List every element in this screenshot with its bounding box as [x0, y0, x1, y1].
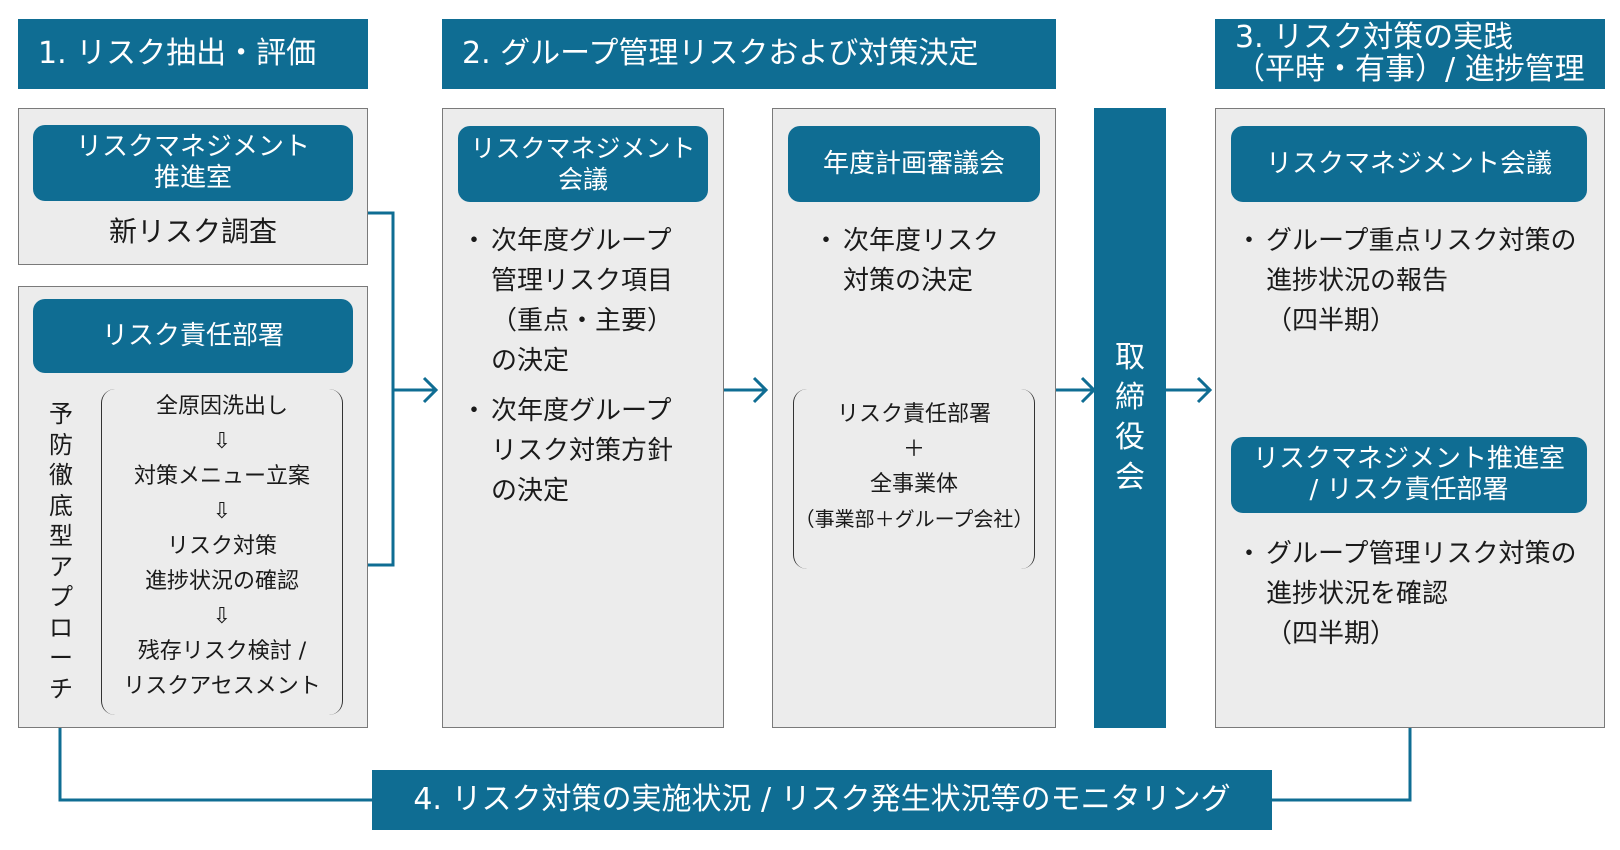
vchar: ー [49, 644, 73, 672]
pill-risk-promotion-office-label: リスクマネジメント 推進室 [75, 132, 310, 193]
vchar: 底 [49, 491, 73, 520]
council-decision-list: 次年度リスク 対策の決定 [813, 221, 1053, 311]
board-of-directors-label: 取 締 役 会 [1115, 338, 1145, 498]
pill-risk-management-meeting-2-label: リスクマネジメント会議 [1265, 148, 1552, 179]
down-arrow-icon: ⇩ [212, 499, 232, 524]
vchar: 役 [1115, 420, 1145, 455]
decision-item: 次年度グループ リスク対策方針 の決定 [461, 391, 721, 511]
vchar: 徹 [49, 461, 73, 489]
pill-risk-departments-label: リスク責任部署 [101, 320, 284, 351]
step-all-causes: 全原因洗出し [155, 394, 288, 419]
vchar: 締 [1115, 380, 1145, 415]
decision-item: 次年度グループ 管理リスク項目 （重点・主要） の決定 [461, 221, 721, 381]
vchar: ロ [49, 613, 73, 642]
pill-risk-departments: リスク責任部署 [33, 299, 353, 373]
header-risk-extraction-label: 1. リスク抽出・評価 [38, 36, 317, 71]
panel-annual-plan-council: 年度計画審議会 次年度リスク 対策の決定 リスク責任部署 ＋ 全事業体 （事業部… [772, 108, 1056, 728]
pill-promotion-office-departments-label: リスクマネジメント推進室 / リスク責任部署 [1252, 444, 1565, 505]
participant-all-entities: 全事業体 [869, 472, 958, 497]
confirm-list: グループ管理リスク対策の 進捗状況を確認 （四半期） [1236, 534, 1606, 664]
board-of-directors: 取 締 役 会 [1094, 108, 1166, 728]
monitoring-banner: 4. リスク対策の実施状況 / リスク発生状況等のモニタリング [372, 770, 1272, 830]
participant-risk-departments: リスク責任部署 [836, 402, 991, 427]
report-item: グループ重点リスク対策の 進捗状況の報告 （四半期） [1236, 221, 1606, 341]
pill-promotion-office-departments: リスクマネジメント推進室 / リスク責任部署 [1231, 437, 1587, 513]
vchar: ア [49, 552, 73, 581]
header-group-risk: 2. グループ管理リスクおよび対策決定 [442, 19, 1056, 89]
panel-risk-practice: リスクマネジメント会議 グループ重点リスク対策の 進捗状況の報告 （四半期） リ… [1215, 108, 1605, 728]
pill-risk-management-meeting-label: リスクマネジメント 会議 [470, 134, 696, 194]
decision-list: 次年度グループ 管理リスク項目 （重点・主要） の決定 次年度グループ リスク対… [461, 221, 721, 521]
header-risk-practice-line2: （平時・有事）/ 進捗管理 [1235, 52, 1585, 87]
panel-risk-promotion: リスクマネジメント 推進室 新リスク調査 [18, 108, 368, 265]
vchar: プ [49, 583, 73, 611]
vchar: チ [49, 674, 73, 703]
participant-detail: （事業部＋グループ会社） [794, 507, 1034, 531]
monitoring-banner-label: 4. リスク対策の実施状況 / リスク発生状況等のモニタリング [413, 782, 1231, 817]
participants-box: リスク責任部署 ＋ 全事業体 （事業部＋グループ会社） [793, 389, 1035, 569]
merge-bracket [368, 211, 395, 567]
vchar: 予 [49, 400, 73, 428]
panel-risk-management-meeting: リスクマネジメント 会議 次年度グループ 管理リスク項目 （重点・主要） の決定… [442, 108, 724, 728]
vchar: 防 [49, 430, 73, 459]
vertical-label-preventive-approach: 予 防 徹 底 型 ア プ ロ ー チ [41, 399, 81, 704]
pill-annual-plan-council: 年度計画審議会 [788, 126, 1040, 202]
step-countermeasure-menu: 対策メニュー立案 [133, 464, 310, 489]
process-steps: 全原因洗出し ⇩ 対策メニュー立案 ⇩ リスク対策 進捗状況の確認 ⇩ 残存リス… [101, 389, 343, 715]
header-group-risk-label: 2. グループ管理リスクおよび対策決定 [462, 36, 979, 71]
pill-risk-management-meeting-2: リスクマネジメント会議 [1231, 126, 1587, 202]
report-list: グループ重点リスク対策の 進捗状況の報告 （四半期） [1236, 221, 1606, 351]
down-arrow-icon: ⇩ [212, 604, 232, 629]
new-risk-survey-text: 新リスク調査 [108, 215, 277, 248]
pill-risk-promotion-office: リスクマネジメント 推進室 [33, 125, 353, 201]
down-arrow-icon: ⇩ [212, 429, 232, 454]
header-risk-practice: 3. リスク対策の実践 （平時・有事）/ 進捗管理 [1215, 19, 1605, 89]
vchar: 型 [49, 522, 73, 550]
vchar: 会 [1115, 460, 1145, 495]
council-decision-item: 次年度リスク 対策の決定 [813, 221, 1053, 301]
confirm-item: グループ管理リスク対策の 進捗状況を確認 （四半期） [1236, 534, 1606, 654]
pill-annual-plan-council-label: 年度計画審議会 [822, 148, 1005, 179]
plus-sign: ＋ [902, 437, 925, 462]
step-progress-check: リスク対策 進捗状況の確認 [144, 534, 299, 594]
step-residual-risk: 残存リスク検討 / リスクアセスメント [123, 639, 321, 699]
header-risk-extraction: 1. リスク抽出・評価 [18, 19, 368, 89]
panel-risk-departments: リスク責任部署 予 防 徹 底 型 ア プ ロ ー チ 全原因洗出し ⇩ 対策メ… [18, 286, 368, 728]
vchar: 取 [1115, 340, 1145, 375]
header-risk-practice-line1: 3. リスク対策の実践 [1235, 20, 1514, 55]
pill-risk-management-meeting: リスクマネジメント 会議 [458, 126, 708, 202]
